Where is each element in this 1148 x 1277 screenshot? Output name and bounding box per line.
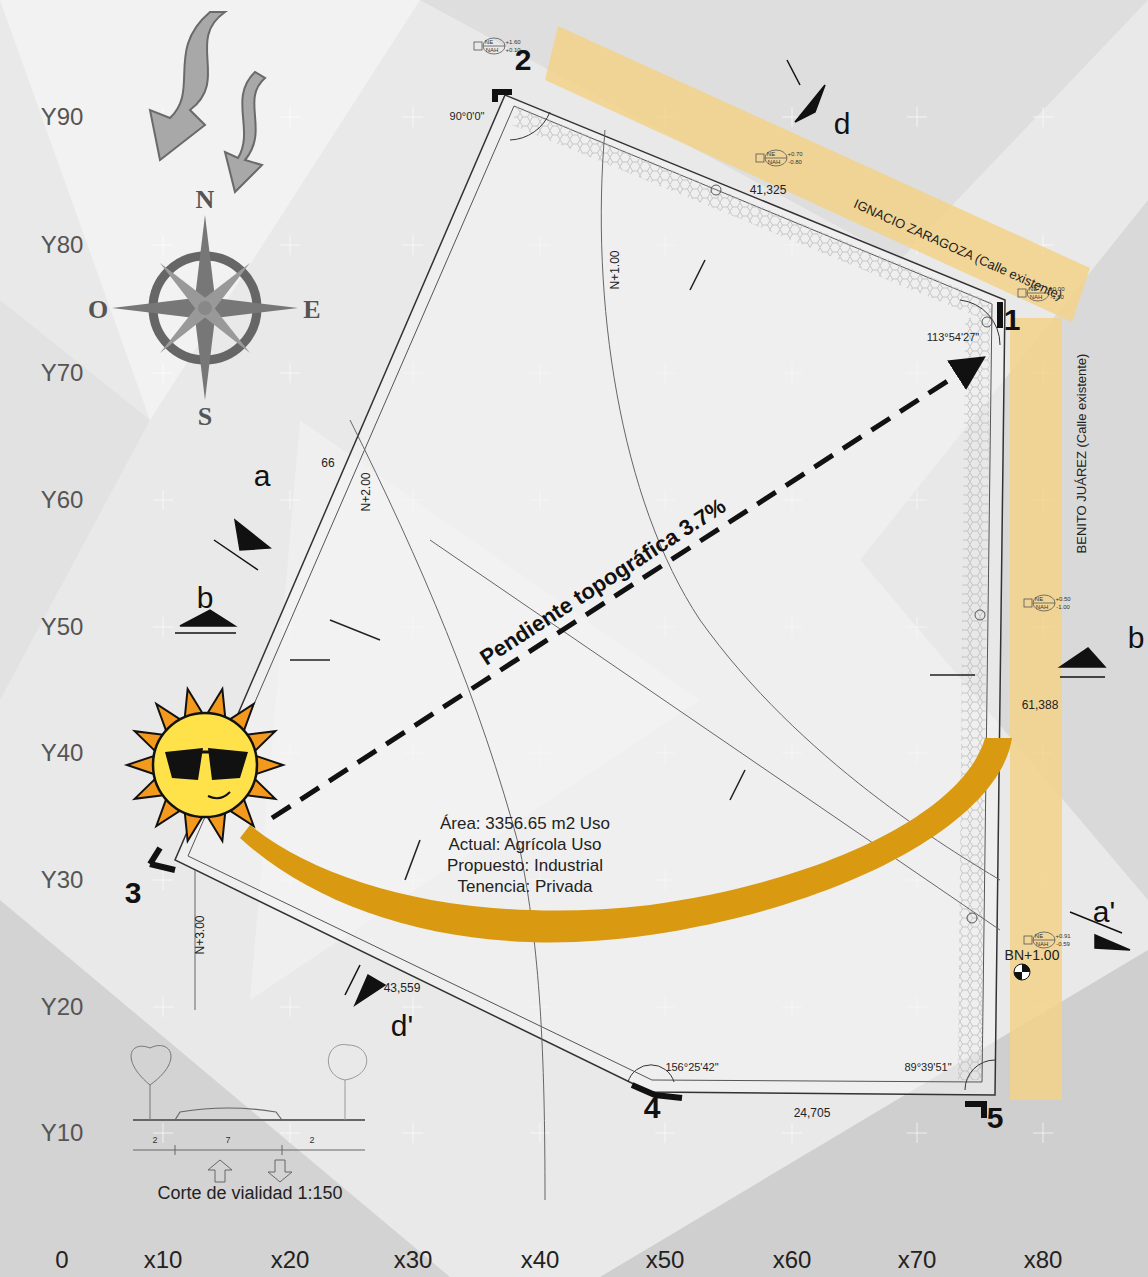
angle-label: 156°25'42" xyxy=(665,1061,718,1073)
compass-rose xyxy=(112,215,298,400)
street-band: BENITO JUÁREZ (Calle existente) xyxy=(1062,318,1106,618)
elevation-tag: ±0.00 xyxy=(1050,286,1065,292)
section-letter: d xyxy=(834,107,851,141)
dimension: 43,559 xyxy=(384,981,421,995)
elevation-tag: +0.91 xyxy=(1055,933,1070,939)
section-letter: b xyxy=(1128,621,1145,655)
elevation-tag: NAH xyxy=(1030,294,1043,300)
street-band xyxy=(1010,318,1062,1100)
axis-label: Y60 xyxy=(41,486,84,514)
elevation-tags xyxy=(474,38,1055,948)
elevation-tag: +0.50 xyxy=(1055,596,1070,602)
elevation-tag: NAH xyxy=(1036,941,1049,947)
section-markers xyxy=(175,60,1130,1005)
elevation-tag: NE xyxy=(485,39,493,45)
elevation-tag: -0.80 xyxy=(788,159,802,165)
axis-label: Y70 xyxy=(41,359,84,387)
lot-boundary xyxy=(175,95,1005,1095)
axis-label: x50 xyxy=(646,1246,685,1274)
angle-label: 113°54'27" xyxy=(927,331,979,343)
vertex-number: 3 xyxy=(125,876,142,910)
contour-lines xyxy=(195,130,1000,1200)
axis-label: Y50 xyxy=(41,613,84,641)
ticks xyxy=(290,260,975,880)
axis-label: x40 xyxy=(521,1246,560,1274)
elevation-tag: NE xyxy=(1035,933,1043,939)
elevation-tag: NAH xyxy=(1036,604,1049,610)
level-label: N+1.00 xyxy=(608,250,622,289)
elevation-tag: NAH xyxy=(768,159,781,165)
lot-info: Área: 3356.65 m2 Uso Actual: Agrícola Us… xyxy=(415,813,635,898)
level-label: N+2.00 xyxy=(359,472,373,511)
section-caption: Corte de vialidad 1:150 xyxy=(157,1183,342,1204)
elevation-tag: -0.59 xyxy=(1056,941,1070,947)
compass-letter: S xyxy=(198,402,212,432)
road-dimension: 2 xyxy=(309,1135,314,1145)
section-letter: b xyxy=(197,581,214,615)
section-letter: a xyxy=(254,459,271,493)
axis-label: x30 xyxy=(394,1246,433,1274)
wind-arrows xyxy=(150,12,265,192)
axis-label: x70 xyxy=(898,1246,937,1274)
road-dimension: 2 xyxy=(152,1135,157,1145)
benchmark-label: BN+1.00 xyxy=(1005,947,1060,963)
sun-path xyxy=(240,738,1012,942)
axis-label: 0 xyxy=(55,1246,68,1274)
vertex-number: 5 xyxy=(987,1101,1004,1135)
vertex-number: 1 xyxy=(1004,303,1021,337)
dimension: 24,705 xyxy=(794,1106,831,1120)
axis-label: x60 xyxy=(773,1246,812,1274)
hatched-strip xyxy=(958,318,990,1080)
compass-letter: O xyxy=(88,295,108,325)
elevation-tag: +1.60 xyxy=(505,39,520,45)
axis-label: Y10 xyxy=(41,1119,84,1147)
section-letter: a' xyxy=(1093,895,1115,929)
street-name: BENITO JUÁREZ (Calle existente) xyxy=(1074,353,1089,553)
dimension: 66 xyxy=(321,456,334,470)
axis-label: Y90 xyxy=(41,103,84,131)
axis-label: x80 xyxy=(1024,1246,1063,1274)
elevation-tag: -1.00 xyxy=(1056,604,1070,610)
elevation-tag: NE xyxy=(1035,596,1043,602)
section-letter: d' xyxy=(391,1009,413,1043)
angle-label: 90°0'0" xyxy=(450,110,485,122)
elevation-tag: -1.50 xyxy=(1050,294,1064,300)
elevation-tag: NE xyxy=(1029,286,1037,292)
elevation-tag: NE xyxy=(767,151,775,157)
elevation-tag: +0.70 xyxy=(787,151,802,157)
hatched-strip xyxy=(512,106,992,322)
compass-letter: E xyxy=(303,295,320,325)
dimension: 41,325 xyxy=(750,183,787,197)
axis-label: Y30 xyxy=(41,866,84,894)
vertex-number: 4 xyxy=(644,1091,661,1125)
compass-letter: N xyxy=(196,185,215,215)
angle-label: 89°39'51" xyxy=(904,1061,951,1073)
dimension: 61,388 xyxy=(1022,698,1059,712)
slope-arrow xyxy=(272,360,980,818)
road-section xyxy=(131,1045,367,1182)
corner-marks xyxy=(150,92,1000,1118)
sun-icon xyxy=(127,689,283,841)
road-dimension: 7 xyxy=(225,1135,230,1145)
axis-label: x10 xyxy=(144,1246,183,1274)
axis-label: Y40 xyxy=(41,739,84,767)
level-label: N+3.00 xyxy=(193,915,207,954)
elevation-tag: NAH xyxy=(486,47,499,53)
elevation-tag: +0.10 xyxy=(505,47,520,53)
axis-label: Y20 xyxy=(41,993,84,1021)
axis-label: x20 xyxy=(271,1246,310,1274)
axis-label: Y80 xyxy=(41,231,84,259)
benchmark xyxy=(1014,964,1030,980)
